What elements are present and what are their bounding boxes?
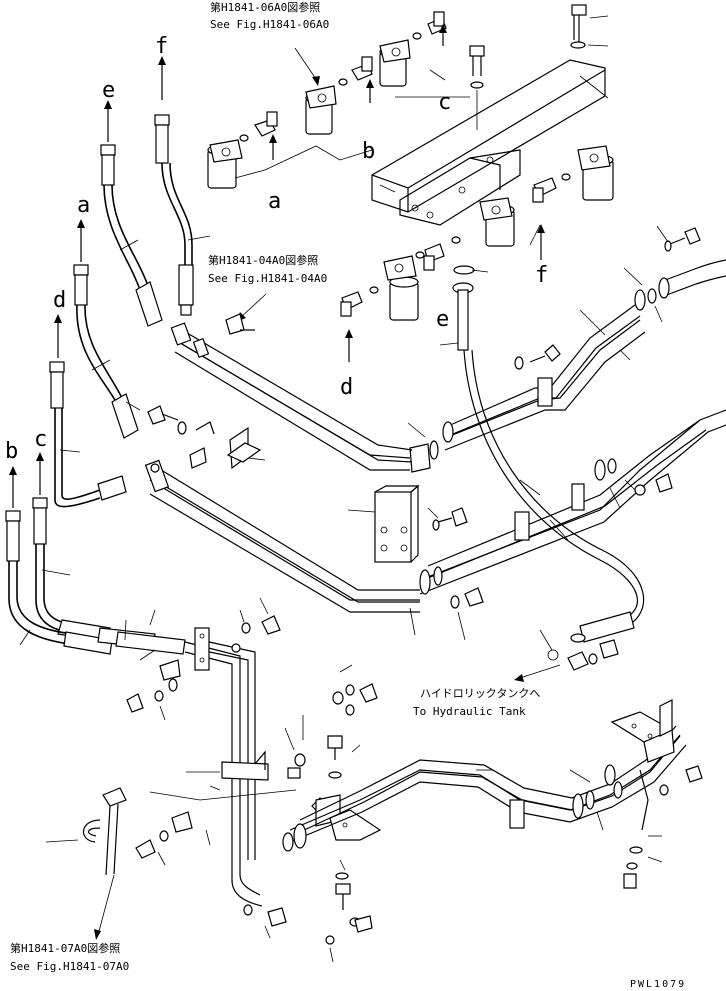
drawing-code: PWL1079 [630,979,686,990]
reference-top-leader [294,47,319,83]
bolt-lower-left-col [243,904,287,939]
tube-upper [170,259,726,473]
label-b-top: b [362,139,375,164]
hose-lower-left [45,785,221,876]
arrow-group-upper [269,24,447,160]
bracket-small-1 [226,426,266,470]
leader-line-lower [149,789,297,801]
breather-stem [439,265,489,351]
clamp-upper-1 [225,313,255,335]
bolt-lower-left-2 [135,811,193,866]
bolt-nut-center [284,664,378,819]
bolt-washer-right-2 [514,344,561,370]
label-f-top: f [155,34,168,59]
reference-top-jp: 第H1841-06A0図参照 [210,0,320,14]
hose-b [5,510,113,655]
bolt-top-right [570,4,609,99]
filter-right [532,145,614,203]
filter-a [207,111,278,189]
bolt-right-mid-2 [409,587,484,641]
label-e-mid: e [436,307,449,332]
plate-center-left [194,627,210,671]
bolt-washer-right-1 [656,225,701,252]
clamp-small-1 [189,421,215,469]
reference-mid-leader [239,293,267,319]
label-a-leader [234,145,373,179]
bracket-vertical [347,484,420,563]
reference-mid-jp: 第H1841-04A0図参照 [208,253,318,267]
reference-bottom-leader [97,874,115,936]
bolt-center-lower-1 [231,597,281,653]
label-a-top: a [268,189,281,214]
bolt-right-mid-4 [588,639,619,665]
tank-note-leader [519,664,561,679]
label-a-left: a [77,193,90,218]
reference-top-en: See Fig.H1841-06A0 [210,18,329,31]
label-f-mid: f [535,263,548,288]
filter-b [305,56,373,135]
reference-mid-en: See Fig.H1841-04A0 [208,272,327,285]
bolt-lower-right-1 [569,764,703,831]
bolt-left-mid [125,401,187,473]
reference-bottom-en: See Fig.H1841-07A0 [10,960,129,973]
reference-bottom-jp: 第H1841-07A0図参照 [10,941,120,955]
label-e-top: e [102,78,115,103]
hose-c [32,497,111,643]
tank-return-hose [463,349,645,671]
label-d-mid: d [340,375,353,400]
hose-d [49,361,127,508]
tube-lower [282,725,687,852]
filter-mid-2 [340,236,461,321]
label-b-left: b [5,439,18,464]
tank-note-jp: ハイドロリックタンクへ [420,687,540,700]
hose-f [154,114,211,316]
bolt-upper-mid [469,45,485,130]
label-d-left: d [53,288,66,313]
filter-mid-1 [479,197,515,247]
tank-note-en: To Hydraulic Tank [413,705,526,718]
tube-middle [144,409,726,613]
bracket-lower-right [610,699,675,889]
label-c-top: c [438,90,451,115]
filter-c [379,11,447,87]
bolt-right-mid-1 [427,507,468,531]
manifold-block [371,59,606,226]
hose-e [100,144,163,327]
bracket-lower-center [186,750,382,841]
bolt-right-mid-3 [624,473,673,496]
hose-a [73,264,139,439]
lower-left-tubes [97,609,263,907]
label-c-left: c [34,427,47,452]
bolt-center-lower-2 [126,659,181,721]
bolt-lower-column [325,859,373,963]
